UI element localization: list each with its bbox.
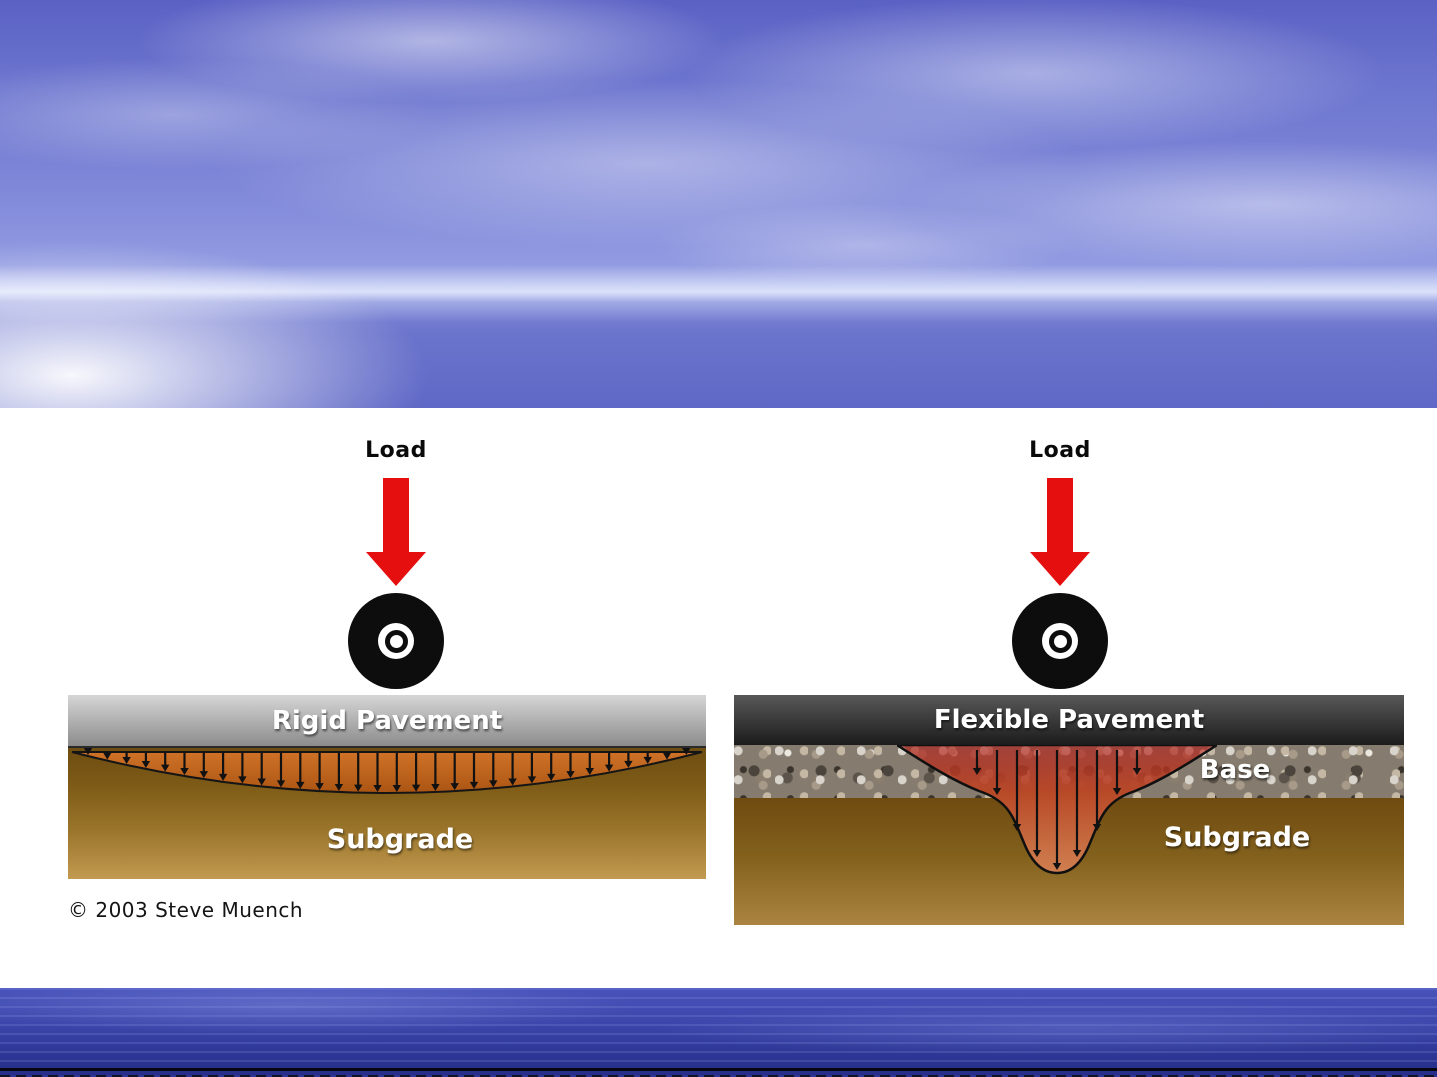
tire-wheel-icon (348, 593, 444, 689)
footer-divider-line (0, 1068, 1437, 1071)
subgrade-label: Subgrade (1163, 822, 1311, 853)
subgrade-label: Subgrade (326, 824, 474, 855)
base-label: Base (1199, 755, 1271, 785)
tire-axle-icon (1048, 629, 1072, 653)
tire-hub-icon (378, 623, 414, 659)
stress-distribution-wide-icon (71, 748, 703, 794)
load-arrow-head-icon (366, 552, 426, 586)
load-label: Load (1029, 438, 1091, 463)
footer-dashed-line (0, 1075, 1437, 1077)
load-arrow-head-icon (1030, 552, 1090, 586)
stress-distribution-deep-icon (897, 745, 1217, 875)
tire-wheel-icon (1012, 593, 1108, 689)
load-arrow-icon (1047, 478, 1073, 552)
rigid-pavement-layer: Rigid Pavement (68, 695, 706, 748)
water-footer-image (0, 988, 1437, 1077)
sky-banner-image (0, 0, 1437, 408)
diagram-area: Load Rigid Pavement (0, 408, 1437, 988)
load-arrow-icon (383, 478, 409, 552)
tire-hub-icon (1042, 623, 1078, 659)
flexible-pavement-label: Flexible Pavement (933, 705, 1205, 735)
tire-axle-icon (384, 629, 408, 653)
rigid-pavement-label: Rigid Pavement (271, 705, 503, 736)
copyright-text: © 2003 Steve Muench (68, 898, 304, 922)
load-label: Load (365, 438, 427, 463)
subgrade-layer: Subgrade (68, 748, 706, 879)
flexible-pavement-diagram: Load Flexible Pavement Base Subgrade (734, 430, 1404, 935)
flexible-pavement-layer: Flexible Pavement (734, 695, 1404, 745)
rigid-pavement-diagram: Load Rigid Pavement (68, 430, 706, 935)
